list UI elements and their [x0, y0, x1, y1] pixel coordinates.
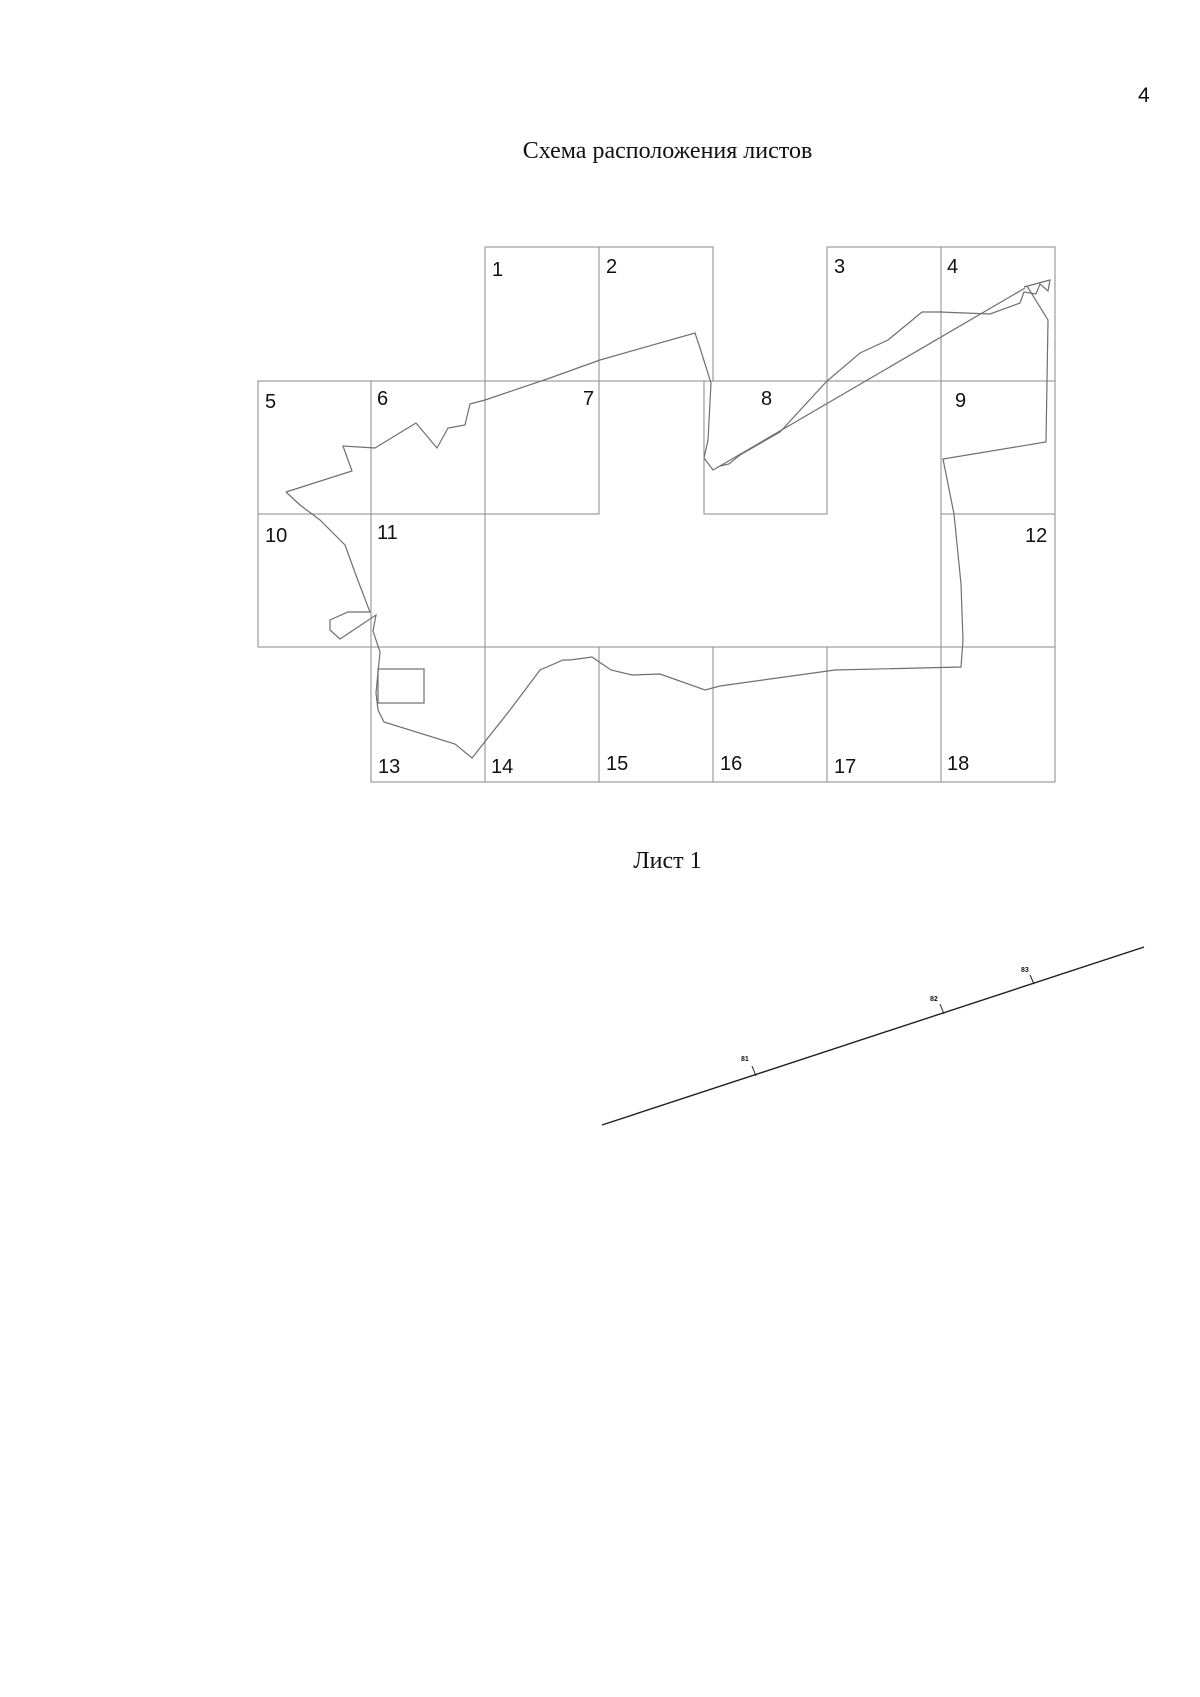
sheet-number-13: 13	[378, 756, 400, 778]
sheet-number-11: 11	[377, 522, 398, 544]
point-82-tick	[939, 1003, 945, 1015]
point-label-81: 81	[741, 1056, 749, 1063]
sheet-title: Лист 1	[633, 848, 702, 874]
sheet-number-2: 2	[606, 256, 617, 278]
sheet-number-1: 1	[492, 259, 503, 281]
boundary-segment	[601, 946, 1145, 1126]
sheet-number-4: 4	[947, 256, 958, 278]
page-number: 4	[1138, 84, 1150, 107]
scheme-title: Схема расположения листов	[522, 138, 813, 164]
boundary-line	[719, 287, 1026, 467]
sheet-1-boundary: 81 82 83	[601, 946, 1145, 1126]
sheet-cell-8	[703, 380, 828, 515]
boundary-small-parcel	[377, 668, 425, 704]
sheet-number-18: 18	[947, 753, 969, 775]
sheet-cell-7	[484, 380, 600, 515]
sheet-number-10: 10	[265, 525, 287, 547]
sheet-cell-2	[598, 246, 714, 382]
point-83-tick	[1029, 974, 1035, 985]
sheet-number-15: 15	[606, 753, 628, 775]
sheet-number-9: 9	[955, 390, 966, 412]
point-81-tick	[751, 1065, 757, 1077]
sheet-number-7: 7	[583, 388, 594, 410]
sheet-number-12: 12	[1025, 525, 1047, 547]
sheet-cell-18	[940, 646, 1056, 783]
sheet-number-8: 8	[761, 388, 772, 410]
sheet-number-3: 3	[834, 256, 845, 278]
sheet-number-6: 6	[377, 388, 388, 410]
boundary-outline	[285, 279, 1051, 759]
sheet-numbers: 1 2 3 4 5 6 7 8 9 10 11 12 13 14 15 16 1…	[265, 256, 1047, 778]
sheet-grid	[257, 246, 1056, 783]
sheet-number-16: 16	[720, 753, 742, 775]
sheet-number-5: 5	[265, 391, 276, 413]
sheet-number-17: 17	[834, 756, 856, 778]
point-label-82: 82	[930, 996, 938, 1003]
boundary-line	[285, 279, 1051, 759]
point-label-83: 83	[1021, 967, 1029, 974]
sheet-number-14: 14	[491, 756, 513, 778]
